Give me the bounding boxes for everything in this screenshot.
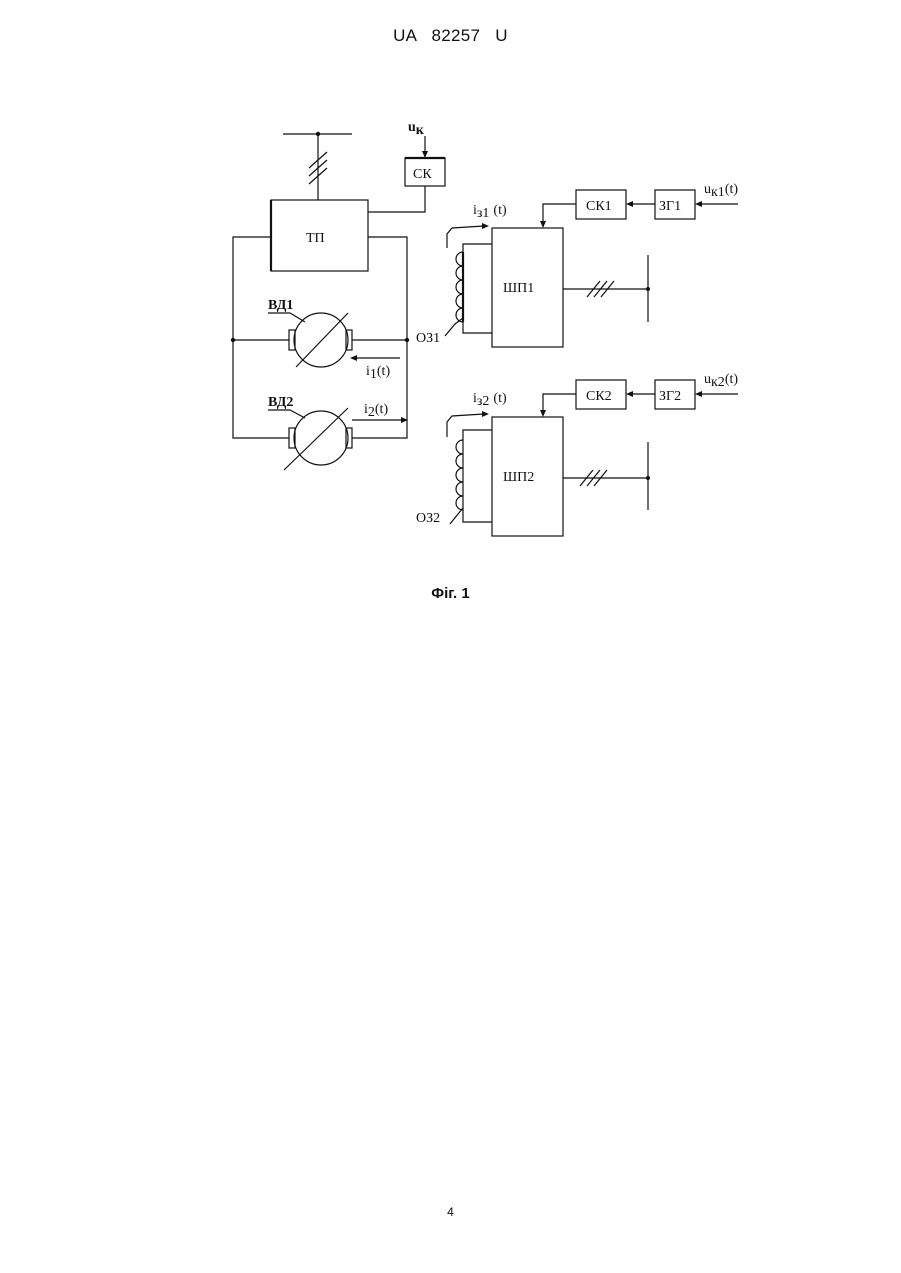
i2-label: i2(t) <box>364 402 388 420</box>
i1-current-arrow <box>350 355 357 361</box>
zg2-to-sk2-arrow <box>626 391 633 397</box>
right-bus-line <box>368 237 407 340</box>
vd2-armature <box>294 411 348 465</box>
oz2-winding-coil <box>456 440 463 510</box>
sk2-to-shp2-arrow <box>540 410 546 417</box>
vd2-label: ВД2 <box>268 395 293 410</box>
vd2-right-lead <box>352 340 407 438</box>
page-number: 4 <box>0 1205 901 1219</box>
ie2-label: iз2(t) <box>473 391 507 409</box>
ie1-label: iз1(t) <box>473 203 507 221</box>
sk2-to-shp2-line <box>543 394 576 411</box>
oz2-label-leader <box>450 508 463 524</box>
ie1-current-arc <box>447 226 484 248</box>
figure-caption: Фіг. 1 <box>0 585 901 602</box>
tp-label: ТП <box>306 231 325 246</box>
sk-label: СК <box>413 167 432 182</box>
oz1-bottom-lead <box>463 322 492 333</box>
uk-main-label: uк <box>408 120 425 138</box>
shp2-label: ШП2 <box>503 470 534 485</box>
ie2-current-arc <box>447 414 484 437</box>
i1-label: i1(t) <box>366 364 390 382</box>
zg1-to-sk1-arrow <box>626 201 633 207</box>
sk1-to-shp1-arrow <box>540 221 546 228</box>
vd2-label-leader <box>268 410 305 418</box>
uk1-label: uк1(t) <box>704 182 738 200</box>
uk2-label: uк2(t) <box>704 372 738 390</box>
shp1-bus-dot <box>646 287 650 291</box>
oz1-top-lead <box>463 244 492 252</box>
oz1-label-leader <box>445 318 463 336</box>
ie1-current-arrow <box>482 223 489 229</box>
oz2-bottom-lead <box>463 510 492 522</box>
shp2-bus-dot <box>646 476 650 480</box>
sk1-to-shp1-line <box>543 204 576 222</box>
vd1-label: ВД1 <box>268 298 293 313</box>
oz1-label: ОЗ1 <box>416 331 440 346</box>
shp1-label: ШП1 <box>503 281 534 296</box>
zg2-label: ЗГ2 <box>659 389 681 404</box>
sk1-label: СК1 <box>586 199 612 214</box>
sk2-label: СК2 <box>586 389 612 404</box>
oz2-top-lead <box>463 430 492 440</box>
ie2-current-arrow <box>482 411 489 417</box>
uk2-input-arrow <box>695 391 702 397</box>
vd1-label-leader <box>268 313 305 322</box>
uk1-input-arrow <box>695 201 702 207</box>
sk-to-tp-line <box>368 186 425 212</box>
oz2-label: ОЗ2 <box>416 511 440 526</box>
zg1-label: ЗГ1 <box>659 199 681 214</box>
